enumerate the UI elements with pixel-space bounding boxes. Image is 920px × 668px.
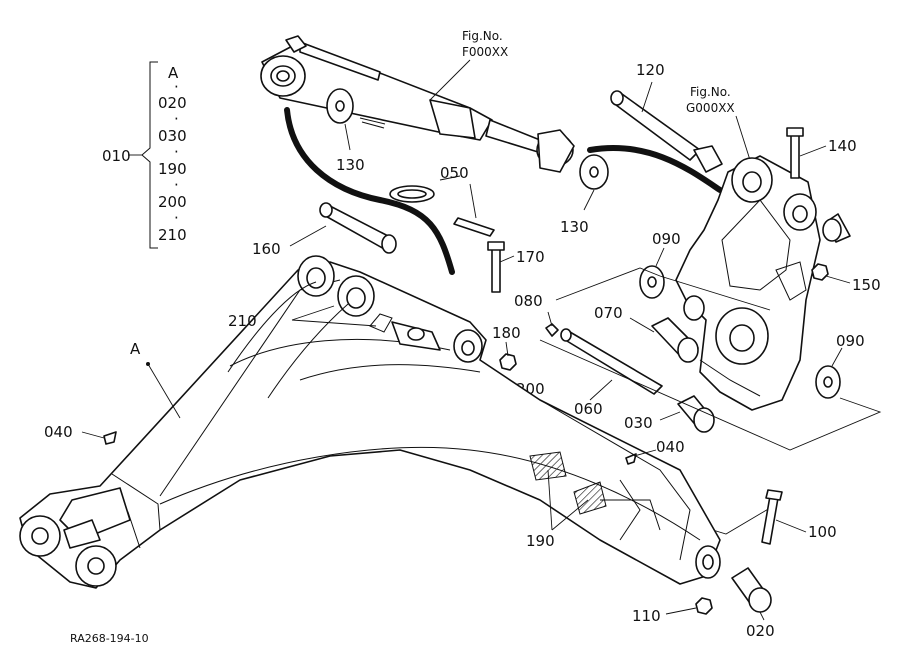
group-label-190: 190 (158, 160, 187, 178)
part-label-080: 080 (514, 292, 543, 310)
fig-ref-cylinder-line2: F000XX (462, 45, 508, 59)
group-dot: · (174, 143, 179, 161)
grease-fitting-040-left (103, 431, 117, 445)
part-label-a: A (130, 340, 141, 358)
drawing-code: RA268-194-10 (70, 632, 149, 645)
fig-ref-bracket-line1: Fig.No. (690, 85, 731, 99)
part-label-190: 190 (526, 532, 555, 550)
part-label-030: 030 (624, 414, 653, 432)
bolt-170 (487, 241, 505, 293)
bushing-right (822, 213, 851, 243)
group-label-020: 020 (158, 94, 187, 112)
hydraulic-hose-right (587, 145, 723, 193)
part-label-090-upper: 090 (652, 230, 681, 248)
boom-body (19, 255, 721, 589)
part-label-110: 110 (632, 607, 661, 625)
part-label-060: 060 (574, 400, 603, 418)
fig-ref-cylinder-line1: Fig.No. (462, 29, 503, 43)
part-label-150: 150 (852, 276, 881, 294)
alignment-line-upper (555, 267, 771, 311)
alignment-line-lower (539, 339, 882, 451)
group-dot: · (174, 78, 179, 96)
part-label-050: 050 (440, 164, 469, 182)
group-label-200: 200 (158, 193, 187, 211)
washer-090-upper (639, 265, 665, 299)
nut-110 (695, 597, 713, 615)
part-label-180: 180 (492, 324, 521, 342)
grease-fitting-040-right (625, 453, 637, 465)
shim-050-a (389, 185, 435, 203)
bolt-140 (786, 127, 804, 179)
part-label-090-lower: 090 (836, 332, 865, 350)
grease-fitting-080 (545, 323, 559, 337)
pin-120 (610, 90, 723, 173)
washer-130-right (579, 154, 609, 190)
group-label-a: A (168, 64, 179, 82)
washer-090-lower (815, 365, 841, 399)
shim-050-b (453, 217, 495, 237)
part-label-210: 210 (228, 312, 257, 330)
nut-180 (499, 353, 517, 371)
nut-150 (811, 263, 829, 281)
part-label-020: 020 (746, 622, 775, 640)
group-bracket-010: A · 020 · 030 · 190 · 200 · 210 010 (102, 61, 187, 249)
pin-060 (560, 328, 663, 395)
boom-cylinder (260, 35, 575, 173)
part-label-100: 100 (808, 523, 837, 541)
bolt-100 (761, 489, 783, 545)
hydraulic-hose-left (284, 107, 455, 275)
part-label-160: 160 (252, 240, 281, 258)
bushing-020 (731, 567, 772, 613)
washer-130-left (326, 88, 354, 124)
group-label-210: 210 (158, 226, 187, 244)
part-label-070: 070 (594, 304, 623, 322)
swing-bracket (675, 155, 821, 411)
part-label-170: 170 (516, 248, 545, 266)
group-label-030: 030 (158, 127, 187, 145)
part-label-120: 120 (636, 61, 665, 79)
part-label-130-right: 130 (560, 218, 589, 236)
part-label-010: 010 (102, 147, 131, 165)
part-label-040-left: 040 (44, 423, 73, 441)
group-dot: · (174, 176, 179, 194)
pin-160 (319, 202, 397, 254)
fig-ref-bracket-line2: G000XX (686, 101, 735, 115)
bushing-070 (651, 317, 699, 363)
part-label-040-right: 040 (656, 438, 685, 456)
part-label-140: 140 (828, 137, 857, 155)
part-label-130-left: 130 (336, 156, 365, 174)
group-dot: · (174, 209, 179, 227)
group-dot: · (174, 110, 179, 128)
